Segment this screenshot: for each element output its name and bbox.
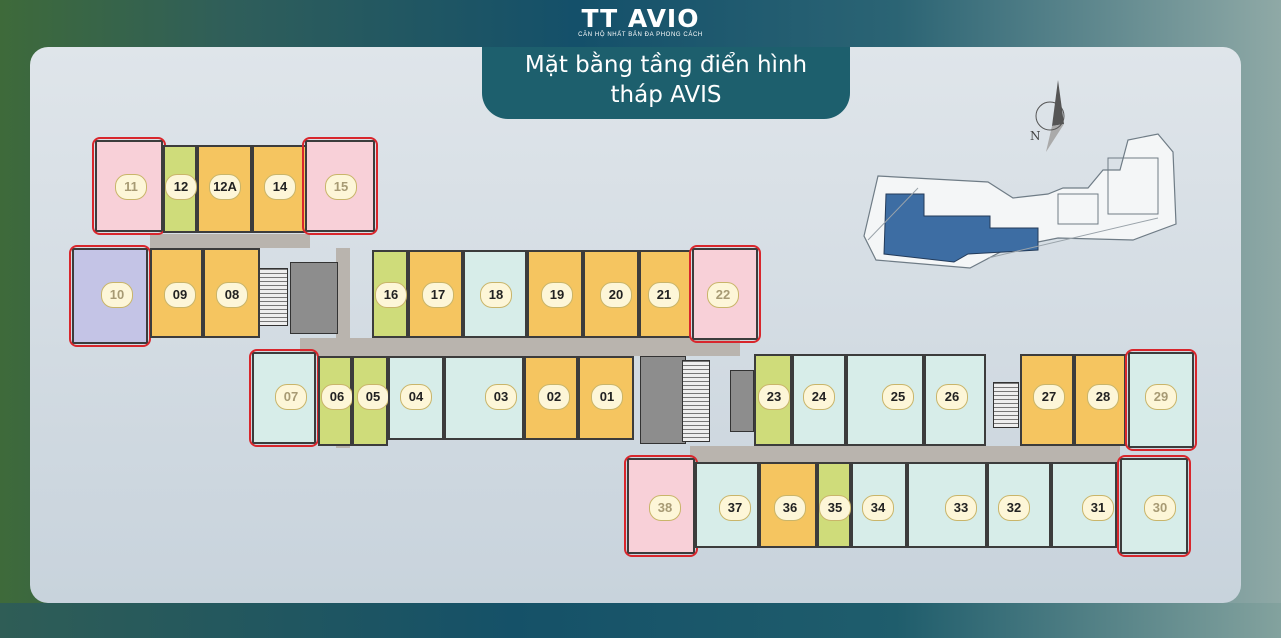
unit-number-badge[interactable]: 11 [115, 174, 147, 200]
unit-number-badge[interactable]: 02 [538, 384, 570, 410]
unit-number-badge[interactable]: 14 [264, 174, 296, 200]
unit-number-badge[interactable]: 03 [485, 384, 517, 410]
compass-icon: N [1030, 80, 1065, 152]
unit-number-badge[interactable]: 33 [945, 495, 977, 521]
compass-ring [1035, 101, 1065, 131]
unit-number-badge[interactable]: 10 [101, 282, 133, 308]
unit-number-badge[interactable]: 23 [758, 384, 790, 410]
unit-number-badge[interactable]: 36 [774, 495, 806, 521]
unit-number-badge[interactable]: 21 [648, 282, 680, 308]
highlight-frame [1117, 455, 1191, 557]
unit-number-badge[interactable]: 26 [936, 384, 968, 410]
stair-core [682, 360, 710, 442]
unit-number-badge[interactable]: 25 [882, 384, 914, 410]
page-subtitle: tháp AVIS [610, 82, 722, 108]
unit-number-badge[interactable]: 08 [216, 282, 248, 308]
building-block [1057, 193, 1099, 225]
page-title: Mặt bằng tầng điển hình [524, 52, 808, 78]
corridor-c [690, 446, 1120, 462]
apartment-unit-32[interactable] [987, 462, 1051, 548]
unit-number-badge[interactable]: 06 [321, 384, 353, 410]
stair-core [258, 268, 288, 326]
logo-text: TT AVIO [581, 4, 700, 33]
unit-number-badge[interactable]: 37 [719, 495, 751, 521]
unit-number-badge[interactable]: 15 [325, 174, 357, 200]
unit-number-badge[interactable]: 17 [422, 282, 454, 308]
highlight-frame [92, 137, 166, 235]
unit-number-badge[interactable]: 12 [165, 174, 197, 200]
apartment-unit-01[interactable] [578, 356, 634, 440]
title-banner: Mặt bằng tầng điển hình tháp AVIS [482, 47, 850, 119]
unit-number-badge[interactable]: 38 [649, 495, 681, 521]
road-line [867, 187, 1159, 259]
unit-number-badge[interactable]: 05 [357, 384, 389, 410]
unit-number-badge[interactable]: 31 [1082, 495, 1114, 521]
highlight-frame [69, 245, 151, 347]
logo-tagline: CĂN HỘ NHẤT BẢN ĐA PHONG CÁCH [578, 32, 703, 38]
unit-number-badge[interactable]: 32 [998, 495, 1030, 521]
unit-number-badge[interactable]: 34 [862, 495, 894, 521]
compass-needle [1046, 124, 1064, 152]
unit-number-badge[interactable]: 28 [1087, 384, 1119, 410]
highlight-frame [249, 349, 319, 447]
corridor-b [300, 338, 740, 356]
unit-number-badge[interactable]: 24 [803, 384, 835, 410]
unit-number-badge[interactable]: 12A [209, 174, 241, 200]
apartment-unit-10[interactable] [72, 248, 148, 344]
elevator-core [290, 262, 338, 334]
unit-number-badge[interactable]: 27 [1033, 384, 1065, 410]
unit-number-badge[interactable]: 18 [480, 282, 512, 308]
highlight-frame [624, 455, 698, 557]
highlight-frame [1125, 349, 1197, 451]
unit-number-badge[interactable]: 01 [591, 384, 623, 410]
unit-number-badge[interactable]: 20 [600, 282, 632, 308]
corridor-a [150, 234, 310, 248]
unit-number-badge[interactable]: 16 [375, 282, 407, 308]
highlight-frame [302, 137, 378, 235]
unit-number-badge[interactable]: 22 [707, 282, 739, 308]
unit-number-badge[interactable]: 30 [1144, 495, 1176, 521]
compass-north-label: N [1030, 129, 1041, 143]
unit-number-badge[interactable]: 29 [1145, 384, 1177, 410]
unit-number-badge[interactable]: 19 [541, 282, 573, 308]
bottom-strip [0, 603, 1281, 638]
stair-core [993, 382, 1019, 428]
site-key-map [863, 133, 1177, 269]
compass-needle [1052, 80, 1064, 126]
highlight-frame [689, 245, 761, 343]
tower-footprint [883, 193, 1039, 263]
unit-number-badge[interactable]: 09 [164, 282, 196, 308]
building-block [1107, 157, 1159, 215]
unit-number-badge[interactable]: 35 [819, 495, 851, 521]
apartment-unit-18[interactable] [463, 250, 527, 338]
brand-logo: TT AVIO CĂN HỘ NHẤT BẢN ĐA PHONG CÁCH [0, 4, 1281, 38]
elevator-core [640, 356, 686, 444]
elevator-core [730, 370, 754, 432]
unit-number-badge[interactable]: 04 [400, 384, 432, 410]
apartment-unit-03[interactable] [444, 356, 524, 440]
unit-number-badge[interactable]: 07 [275, 384, 307, 410]
